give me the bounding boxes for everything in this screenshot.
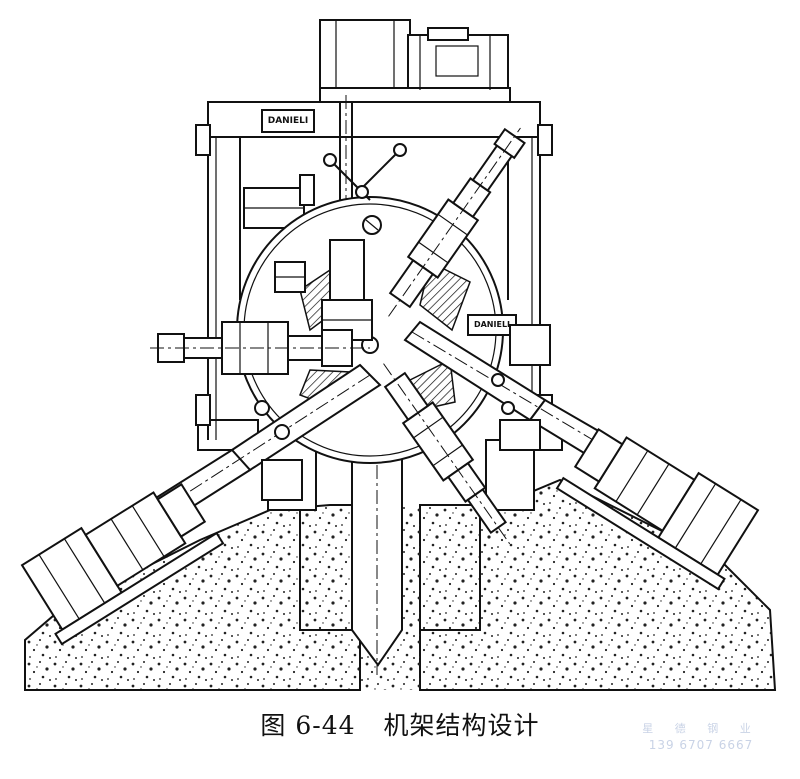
figure-caption: 图 6-44 机架结构设计 — [0, 706, 800, 742]
rolling-stand-diagram: DANIELI DANIELI — [20, 19, 777, 691]
watermark: 星 德 钢 业 139 6707 6667 — [636, 720, 766, 752]
figure-title: 机架结构设计 — [383, 711, 540, 740]
watermark-company: 星 德 钢 业 — [642, 722, 760, 735]
upper-right-cylinder — [388, 127, 526, 317]
left-drive-motor — [20, 483, 225, 646]
brand-plate-right: DANIELI — [467, 314, 517, 336]
lower-right-cylinder — [383, 363, 511, 545]
left-hydraulic-cylinder — [150, 321, 370, 375]
bottom-spindle — [351, 440, 403, 675]
figure-number: 图 6-44 — [260, 711, 356, 740]
brand-plate-top: DANIELI — [261, 109, 315, 133]
balance-linkage — [299, 143, 407, 206]
brand-plate-top-label: DANIELI — [268, 116, 309, 126]
brand-plate-right-label: DANIELI — [474, 320, 510, 329]
watermark-phone: 139 6707 6667 — [648, 738, 754, 752]
right-drive-motor — [555, 428, 760, 591]
top-roll-chock — [321, 239, 373, 341]
